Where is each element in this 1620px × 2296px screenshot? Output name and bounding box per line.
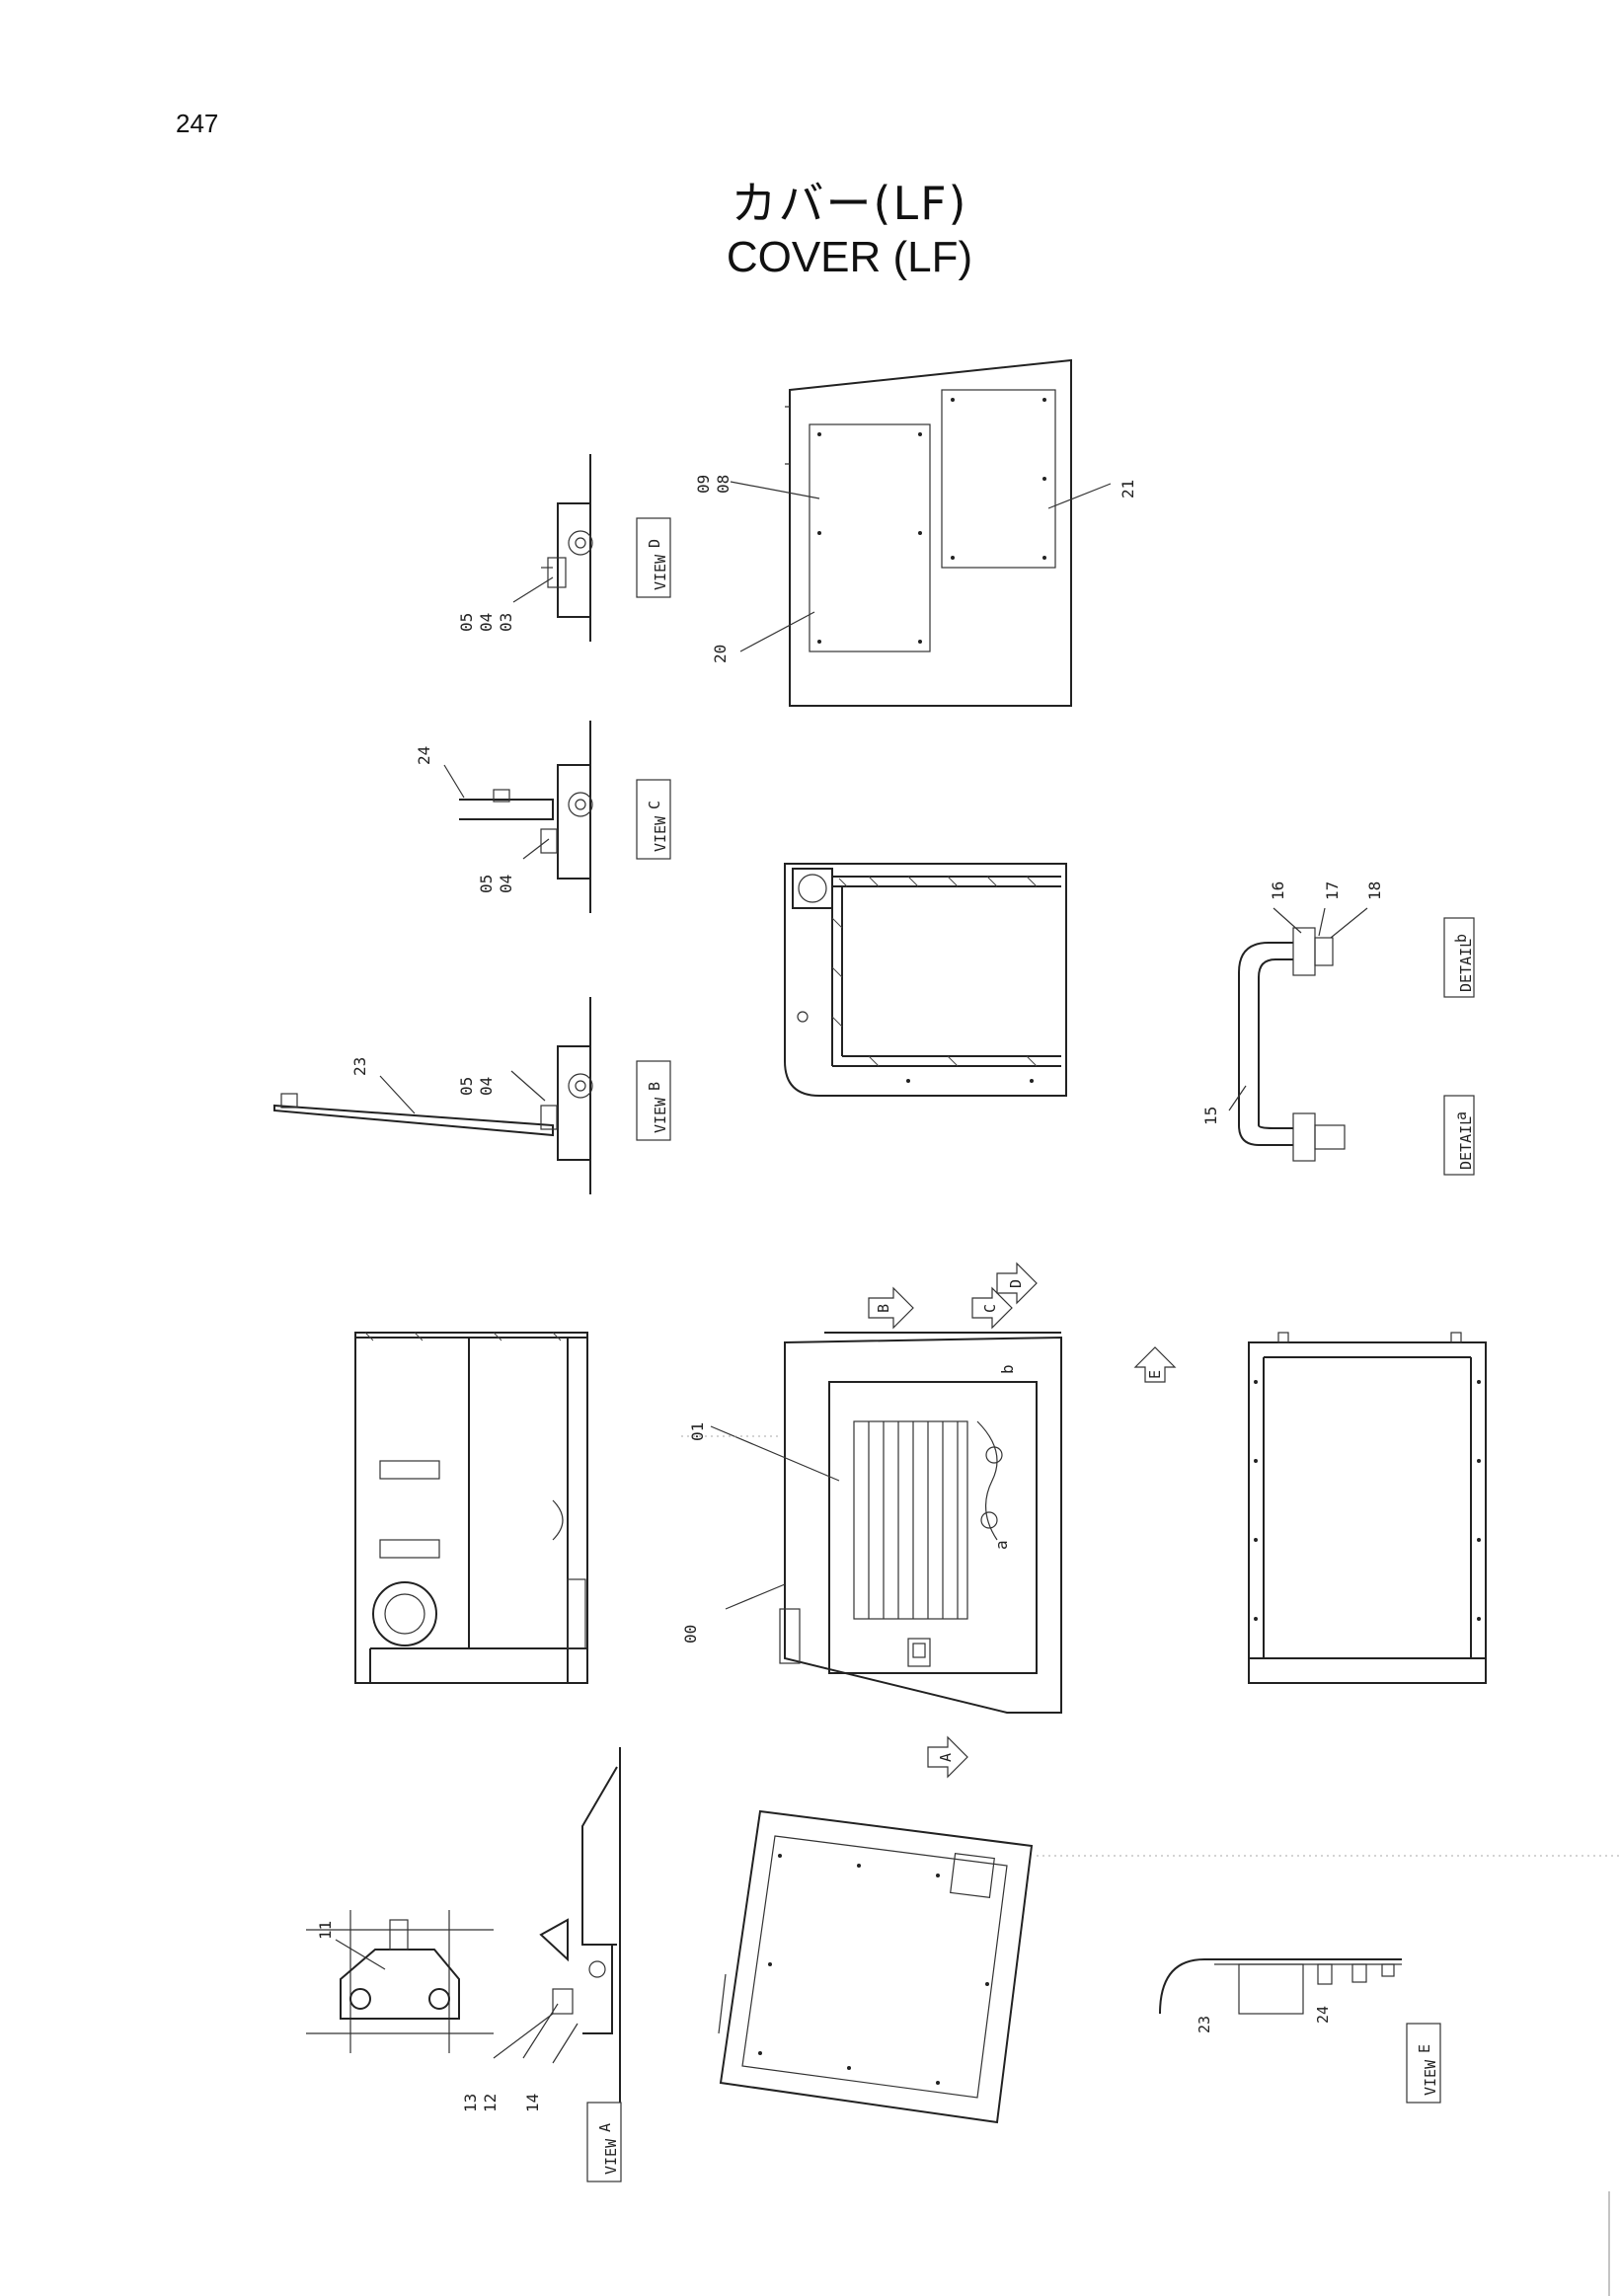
label-00: 00 (681, 1625, 700, 1644)
detail-a-tag: a (1452, 1111, 1470, 1120)
label-05-d: 05 (457, 613, 476, 632)
cover-front-view-drawing: 01 00 b a B C D E A (681, 1262, 1177, 1779)
title-japanese: カバー(LF) (731, 177, 968, 230)
view-arrow-e: E (1133, 1346, 1177, 1383)
label-09: 09 (694, 475, 713, 494)
svg-text:A: A (937, 1753, 955, 1762)
callout-b: b (998, 1364, 1017, 1374)
view-c-word: VIEW (652, 815, 669, 852)
view-c-bracket-drawing: 24 05 04 C VIEW (415, 721, 671, 913)
label-24-e: 24 (1314, 2006, 1332, 2024)
cover-frame-section-drawing (784, 863, 1067, 1097)
label-23-b: 23 (350, 1057, 369, 1076)
label-15: 15 (1201, 1107, 1220, 1125)
view-d-bracket-drawing: 05 04 03 D VIEW (457, 454, 671, 642)
label-04-b: 04 (477, 1077, 496, 1096)
label-01: 01 (688, 1422, 707, 1441)
label-11: 11 (316, 1921, 335, 1940)
cover-side-panel-drawing: 20 08 09 21 (694, 358, 1137, 707)
view-d-tag: D (646, 539, 663, 548)
cover-rear-view-drawing (1248, 1332, 1487, 1684)
detail-b-tag: b (1452, 934, 1470, 943)
view-e-word: VIEW (1422, 2059, 1439, 2096)
label-04-c: 04 (497, 875, 515, 893)
label-12: 12 (481, 2094, 500, 2112)
label-24-c: 24 (415, 746, 433, 765)
detail-ab-pipe-drawing: 16 17 18 15 b DETAIL a DETAIL (1201, 881, 1475, 1176)
label-13: 13 (461, 2094, 480, 2112)
label-04-d: 04 (477, 613, 496, 632)
label-21: 21 (1119, 480, 1137, 498)
label-18: 18 (1365, 881, 1384, 900)
label-08: 08 (714, 475, 733, 494)
detail-a-word: DETAIL (1457, 1116, 1475, 1170)
view-b-tag: B (646, 1082, 663, 1091)
view-b-bracket-drawing: 05 04 23 B VIEW (273, 997, 671, 1194)
label-20: 20 (711, 645, 730, 663)
view-a-word: VIEW (602, 2138, 620, 2175)
cover-perspective-drawing (718, 1809, 1034, 2124)
view-arrow-a: A (927, 1735, 968, 1779)
label-17: 17 (1323, 881, 1342, 900)
view-arrow-d: D (996, 1262, 1038, 1305)
view-a-tag: A (596, 2123, 614, 2132)
label-05-b: 05 (457, 1077, 476, 1096)
view-b-word: VIEW (652, 1097, 669, 1133)
label-03-d: 03 (497, 613, 515, 632)
label-05-c: 05 (477, 875, 496, 893)
title-english: COVER (LF) (726, 233, 973, 281)
svg-text:C: C (981, 1304, 999, 1313)
page-number: 247 (176, 109, 219, 138)
callout-a: a (992, 1540, 1011, 1550)
svg-text:D: D (1007, 1279, 1025, 1288)
view-e-drawing: 23 24 E VIEW (1159, 1958, 1441, 2104)
view-e-tag: E (1416, 2044, 1433, 2053)
svg-text:B: B (875, 1304, 892, 1313)
view-c-tag: C (646, 801, 663, 809)
view-a-bracket-drawing: 11 13 12 14 A VIEW (306, 1747, 622, 2182)
view-arrow-c: C (971, 1286, 1013, 1330)
svg-text:E: E (1146, 1370, 1164, 1379)
label-14: 14 (523, 2094, 542, 2112)
label-23-e: 23 (1196, 2016, 1213, 2033)
cover-side-view-drawing (354, 1332, 588, 1684)
detail-b-word: DETAIL (1457, 939, 1475, 992)
view-arrow-b: B (868, 1286, 914, 1330)
view-d-word: VIEW (652, 554, 669, 590)
label-16: 16 (1269, 881, 1287, 900)
